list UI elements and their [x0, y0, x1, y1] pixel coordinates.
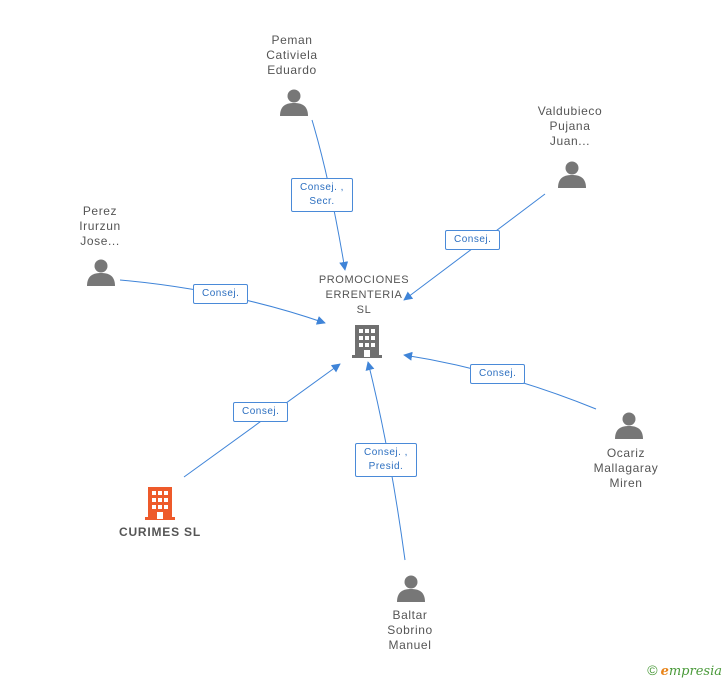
name-line: Perez [82, 204, 118, 218]
name-line: Pujana [549, 119, 591, 133]
center-name-line: ERRENTERIA [325, 289, 403, 301]
edge-label-perez[interactable]: Consej. [193, 284, 249, 304]
name-line: Baltar [392, 608, 428, 622]
role-line: Presid. [368, 461, 404, 472]
edge-label-curimes[interactable]: Consej. [233, 402, 289, 422]
edge-label-peman[interactable]: Consej. , Secr. [291, 178, 353, 212]
role-line: Secr. [309, 196, 335, 207]
edge-label-baltar[interactable]: Consej. , Presid. [355, 443, 417, 477]
name-line: Miren [609, 476, 643, 490]
role-line: Consej. [479, 368, 517, 379]
brand-logo-text: mpresia [668, 664, 722, 679]
name-line: Cativiela [266, 48, 318, 62]
person-label-valdubieco[interactable]: Valdubieco Pujana Juan... [520, 104, 620, 149]
role-line: Consej. [454, 234, 492, 245]
copyright-icon: © [647, 662, 658, 678]
role-line: Consej. , [300, 182, 344, 193]
center-name-line: PROMOCIONES [318, 274, 410, 286]
person-label-perez[interactable]: Perez Irurzun Jose... [52, 204, 148, 249]
name-line: Eduardo [267, 63, 317, 77]
name-line: Jose... [80, 234, 120, 248]
person-label-ocariz[interactable]: Ocariz Mallagaray Miren [576, 446, 676, 491]
name-line: Ocariz [606, 446, 646, 460]
name-line: CURIMES SL [118, 525, 201, 539]
name-line: Valdubieco [537, 104, 603, 118]
person-icon[interactable] [558, 161, 586, 189]
brand-logo-e: e [660, 664, 669, 679]
center-company-label[interactable]: PROMOCIONES ERRENTERIA SL [314, 273, 414, 318]
brand-logo: empresia [661, 664, 722, 679]
person-label-baltar[interactable]: Baltar Sobrino Manuel [362, 608, 458, 653]
edge-label-ocariz[interactable]: Consej. [470, 364, 526, 384]
name-line: Irurzun [79, 219, 121, 233]
person-icon[interactable] [280, 89, 308, 117]
role-line: Consej. [202, 288, 240, 299]
role-line: Consej. [242, 406, 280, 417]
company-label-curimes[interactable]: CURIMES SL [100, 525, 220, 540]
company-building-icon[interactable] [145, 487, 175, 520]
center-name-line: SL [356, 304, 372, 316]
name-line: Mallagaray [593, 461, 659, 475]
center-building-icon[interactable] [352, 325, 382, 358]
name-line: Manuel [388, 638, 432, 652]
edge-label-valdubieco[interactable]: Consej. [445, 230, 501, 250]
empresia-watermark: ©empresia [647, 662, 722, 679]
person-icon[interactable] [615, 412, 643, 440]
person-icon[interactable] [87, 259, 115, 287]
role-line: Consej. , [364, 447, 408, 458]
person-label-peman[interactable]: Peman Cativiela Eduardo [244, 33, 340, 78]
person-icon[interactable] [397, 575, 425, 603]
name-line: Sobrino [387, 623, 433, 637]
name-line: Peman [271, 33, 313, 47]
name-line: Juan... [549, 134, 591, 148]
